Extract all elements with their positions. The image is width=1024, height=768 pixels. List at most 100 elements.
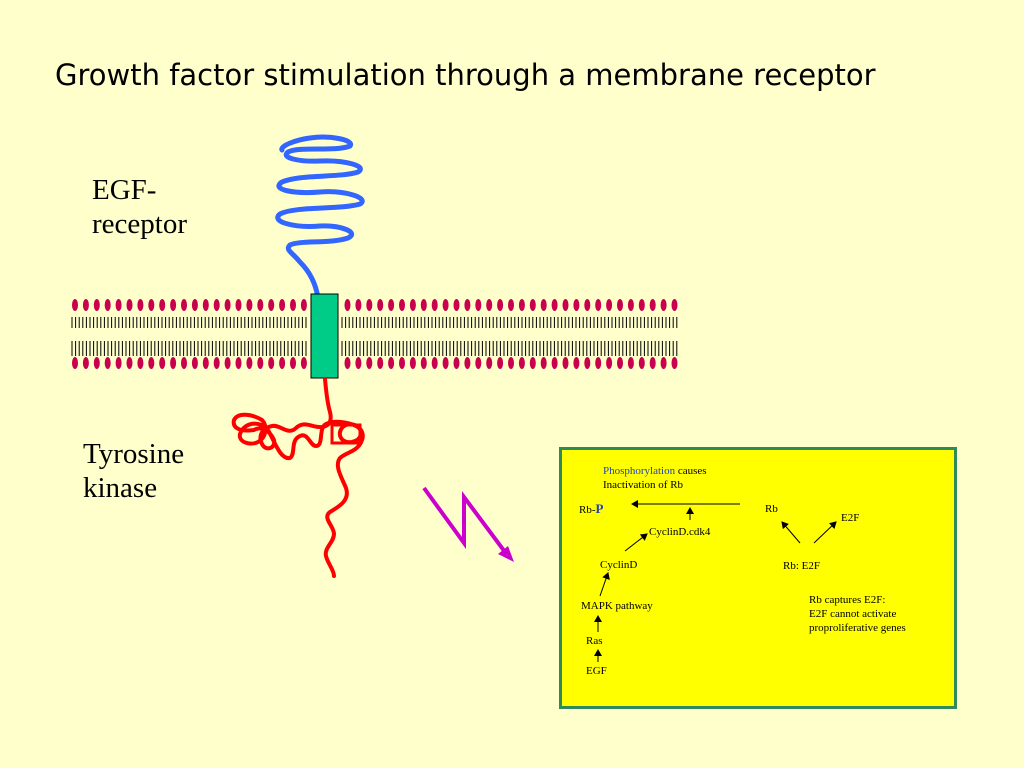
- lipid-head: [606, 299, 613, 311]
- egf-label: EGF: [586, 665, 607, 677]
- lipid-head: [518, 357, 525, 369]
- lipid-head: [464, 357, 471, 369]
- lipid-head: [529, 299, 536, 311]
- lipid-head: [464, 299, 471, 311]
- lipid-head: [508, 299, 514, 311]
- arrow-rbe2f-to-rb: [781, 521, 801, 544]
- lipid-head: [584, 299, 591, 311]
- lipid-head: [595, 357, 602, 369]
- ras-label: Ras: [586, 635, 603, 647]
- mapk-pathway-label: MAPK pathway: [581, 600, 653, 612]
- rb-note-line3: proproliferative genes: [809, 622, 906, 634]
- e2f-label: E2F: [841, 512, 860, 524]
- lipid-head: [268, 357, 275, 369]
- lipid-head: [627, 357, 634, 369]
- lipid-head: [409, 299, 416, 311]
- lipid-head: [475, 299, 482, 311]
- lipid-head: [279, 299, 286, 311]
- lipid-head: [671, 299, 678, 311]
- rb-e2f-label: Rb: E2F: [783, 560, 820, 572]
- lipid-head: [202, 357, 209, 369]
- lipid-head: [388, 357, 395, 369]
- arrow-mapk-to-cyclind: [599, 572, 610, 597]
- lipid-head: [617, 357, 623, 369]
- egf-receptor-label-line2: receptor: [92, 208, 187, 240]
- cyclind-cdk4-label: CyclinD.cdk4: [649, 526, 711, 538]
- lipid-head: [191, 357, 198, 369]
- signal-arrow: [422, 486, 510, 558]
- lipid-head: [431, 357, 438, 369]
- phosphorylation-note-line2: Inactivation of Rb: [603, 479, 684, 491]
- lipid-head: [431, 299, 438, 311]
- phosphorylation-causes: causes: [675, 465, 707, 477]
- arrow-rbe2f-to-e2f: [813, 521, 837, 544]
- lipid-head: [181, 357, 187, 369]
- lipid-head: [344, 299, 351, 311]
- lipid-head: [279, 357, 286, 369]
- lipid-head: [638, 299, 645, 311]
- lipid-head: [595, 299, 602, 311]
- lipid-head: [159, 357, 166, 369]
- lipid-head: [573, 357, 580, 369]
- lipid-head: [224, 299, 231, 311]
- phosphorylation-note-line1: Phosphorylation causes: [603, 465, 707, 478]
- lipid-head: [246, 299, 253, 311]
- transmembrane-segment: [310, 293, 339, 379]
- lipid-head: [268, 299, 275, 311]
- lipid-head: [540, 357, 547, 369]
- inset-pathway-box: Phosphorylation causes Inactivation of R…: [559, 447, 957, 709]
- lipid-head: [420, 299, 427, 311]
- lipid-head: [235, 357, 242, 369]
- lipid-head: [573, 299, 580, 311]
- lipid-head: [82, 299, 89, 311]
- lipid-head: [584, 357, 591, 369]
- signal-arrow-head-icon: [498, 546, 514, 562]
- lipid-head: [290, 357, 296, 369]
- lipid-head: [246, 357, 253, 369]
- rb-note-line1: Rb captures E2F:: [809, 594, 886, 606]
- lipid-head: [562, 299, 569, 311]
- lipid-head: [170, 299, 177, 311]
- lipid-head: [377, 357, 384, 369]
- lipid-head: [202, 299, 209, 311]
- lipid-head: [551, 357, 558, 369]
- lipid-head: [93, 299, 100, 311]
- lipid-head: [442, 299, 449, 311]
- lipid-tails: [71, 317, 678, 356]
- inset-arrows: [594, 500, 837, 662]
- slide-title: Growth factor stimulation through a memb…: [55, 58, 876, 92]
- kinase-domain-box: [330, 423, 362, 445]
- tyrosine-kinase-label-line2: kinase: [83, 472, 158, 504]
- lipid-head: [486, 357, 493, 369]
- lipid-head: [257, 357, 264, 369]
- rb-p-prefix: Rb-: [579, 504, 596, 516]
- lipid-head: [399, 357, 405, 369]
- extracellular-domain-coil: [275, 134, 365, 301]
- lipid-head: [104, 357, 111, 369]
- lipid-head: [409, 357, 416, 369]
- lipid-head: [72, 357, 78, 369]
- lipid-head: [649, 299, 656, 311]
- lipid-head: [508, 357, 514, 369]
- lipid-head: [213, 299, 220, 311]
- lipid-head: [257, 299, 264, 311]
- lipid-head: [137, 299, 144, 311]
- lipid-head: [475, 357, 482, 369]
- lipid-head: [420, 357, 427, 369]
- lipid-head: [104, 299, 111, 311]
- lipid-head: [82, 357, 89, 369]
- lipid-head: [126, 357, 133, 369]
- rb-label: Rb: [765, 503, 778, 515]
- lipid-head: [497, 299, 504, 311]
- lipid-head: [453, 299, 460, 311]
- lipid-head: [529, 357, 536, 369]
- lipid-heads-bottom: [72, 357, 678, 369]
- lipid-head: [300, 357, 307, 369]
- lipid-head: [93, 357, 100, 369]
- rb-p-label: Rb-P: [579, 502, 603, 517]
- lipid-head: [551, 299, 558, 311]
- lipid-head: [606, 357, 613, 369]
- lipid-head: [366, 299, 373, 311]
- lipid-head: [540, 299, 547, 311]
- cyclind-label: CyclinD: [600, 559, 638, 571]
